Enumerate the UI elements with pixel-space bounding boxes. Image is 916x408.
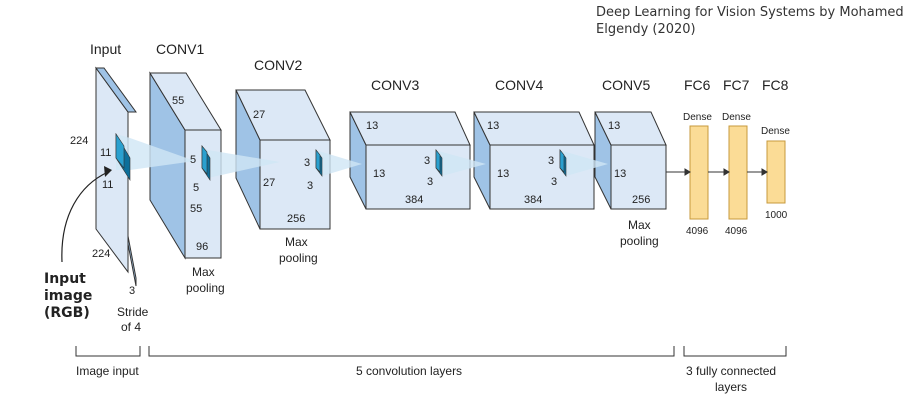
conv5-width-label: 13: [614, 168, 626, 180]
group-image-input-label: Image input: [76, 364, 139, 378]
input-kernel-h-label: 11: [100, 147, 111, 159]
conv1-width-label: 55: [190, 203, 202, 215]
fc8-title: FC8: [762, 77, 789, 93]
conv5-front: [610, 144, 667, 210]
conv3-height-label: 13: [366, 120, 378, 132]
kernel-conv3: [435, 149, 443, 177]
conv3-width-label: 13: [373, 168, 385, 180]
input-image-line2: image: [44, 288, 92, 304]
fc6-title: FC6: [684, 77, 711, 93]
input-image-arrowhead: [104, 166, 112, 177]
conv5-pool-line1: Max: [628, 218, 651, 232]
conv4-height-label: 13: [487, 120, 499, 132]
input-slab-top: [95, 67, 137, 113]
fc6-bar: [689, 125, 709, 220]
stride-label-line1: Stride: [117, 305, 149, 319]
group-conv-layers-label: 5 convolution layers: [356, 364, 462, 378]
bracket-conv-layers: [148, 346, 675, 357]
conv2-block: [235, 89, 331, 230]
conv2-height-label: 27: [253, 109, 265, 121]
kernel-conv2: [315, 149, 323, 177]
conv2-title: CONV2: [254, 57, 302, 73]
conv4-kernel-w-label: 3: [551, 176, 557, 188]
input-depth-label: 3: [129, 285, 135, 297]
cone-conv4-to-conv5: [560, 150, 608, 176]
fc6-size-label: 4096: [686, 226, 709, 237]
conv5-height-label: 13: [608, 120, 620, 132]
input-image-arrow: [61, 171, 109, 263]
group-fc-layers-line1: 3 fully connected: [686, 364, 776, 378]
conv2-width-label: 27: [263, 177, 275, 189]
cone-conv2-to-conv3: [316, 150, 362, 176]
conv1-kernel-w-label: 5: [193, 182, 199, 194]
conv1-title: CONV1: [156, 41, 204, 57]
conv1-pool-line1: Max: [192, 265, 215, 279]
kernel-conv4: [559, 149, 567, 177]
conv2-kernel-h-label: 3: [304, 157, 310, 169]
bracket-fc-layers: [683, 346, 787, 357]
dense-arrows: [666, 168, 768, 176]
conv2-pool-line2: pooling: [279, 251, 318, 265]
conv4-kernel-h-label: 3: [548, 155, 554, 167]
fc7-size-label: 4096: [725, 226, 748, 237]
fc7-title: FC7: [723, 77, 750, 93]
input-title: Input: [90, 41, 121, 57]
fc8-type-label: Dense: [761, 126, 790, 137]
fc7-bar: [728, 125, 748, 220]
fc8-bar: [766, 140, 786, 204]
conv3-kernel-h-label: 3: [424, 155, 430, 167]
conv1-height-label: 55: [172, 95, 184, 107]
conv1-kernel-h-label: 5: [190, 154, 196, 166]
input-kernel-w-label: 11: [102, 179, 113, 191]
fc6-type-label: Dense: [683, 112, 712, 123]
input-width-label: 224: [92, 248, 110, 260]
conv4-width-label: 13: [497, 168, 509, 180]
conv4-depth-label: 384: [524, 194, 542, 206]
conv3-block: [349, 111, 471, 210]
stride-label-line2: of 4: [121, 320, 141, 334]
fc7-type-label: Dense: [722, 112, 751, 123]
kernel-input: [115, 132, 131, 182]
conv3-depth-label: 384: [405, 194, 423, 206]
credit-text: Deep Learning for Vision Systems by Moha…: [596, 5, 904, 37]
conv3-title: CONV3: [371, 77, 419, 93]
conv4-title: CONV4: [495, 77, 543, 93]
fc8-size-label: 1000: [765, 210, 788, 221]
cone-conv1-to-conv2: [202, 146, 280, 178]
cone-input-to-conv1: [116, 134, 195, 170]
conv3-kernel-w-label: 3: [427, 176, 433, 188]
cone-conv3-to-conv4: [436, 150, 486, 176]
conv5-block: [594, 111, 667, 210]
conv2-pool-line1: Max: [285, 235, 308, 249]
conv1-depth-label: 96: [196, 241, 208, 253]
bracket-image-input: [75, 346, 141, 357]
group-fc-layers-line2: layers: [715, 380, 747, 394]
kernel-conv1: [201, 145, 211, 181]
conv5-depth-label: 256: [632, 194, 650, 206]
input-image-line3: (RGB): [44, 305, 90, 321]
input-image-line1: Input: [44, 271, 86, 287]
conv5-pool-line2: pooling: [620, 234, 659, 248]
conv5-title: CONV5: [602, 77, 650, 93]
conv2-depth-label: 256: [287, 213, 305, 225]
conv2-kernel-w-label: 3: [307, 180, 313, 192]
conv1-pool-line2: pooling: [186, 281, 225, 295]
input-height-label: 224: [70, 135, 88, 147]
